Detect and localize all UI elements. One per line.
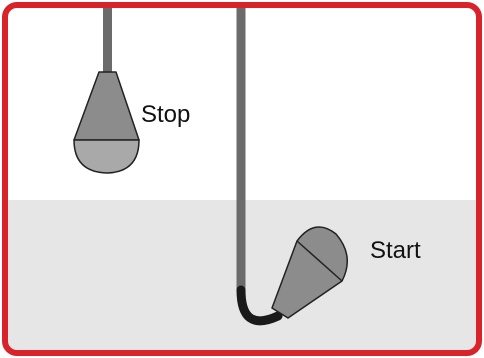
stop-float-icon bbox=[73, 71, 140, 174]
start-label: Start bbox=[370, 237, 421, 264]
start-float-icon bbox=[271, 226, 348, 319]
stop-label: Stop bbox=[141, 101, 191, 128]
stop-float-cable bbox=[103, 8, 112, 72]
start-float-cable-bend bbox=[236, 285, 283, 326]
